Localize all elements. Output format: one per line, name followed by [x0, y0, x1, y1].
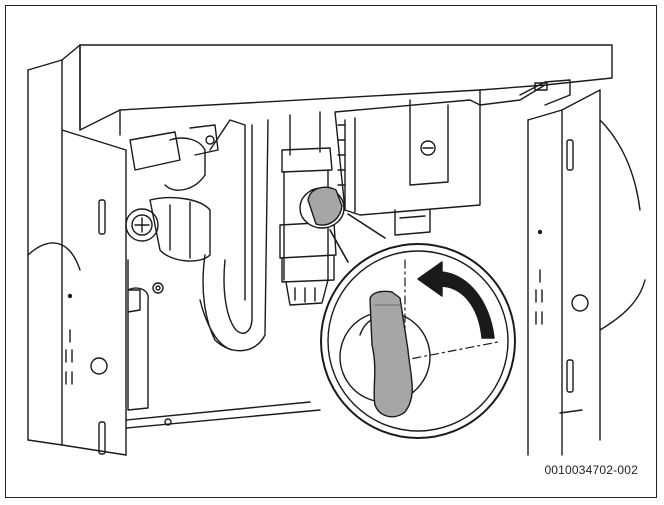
- valve-lever: [299, 186, 345, 229]
- rotation-arrow-icon: [417, 261, 495, 339]
- valve-lever-closeup: [369, 290, 413, 418]
- mounting-frame-right: [527, 89, 646, 456]
- mounting-frame-left: [27, 44, 127, 456]
- boiler-housing: [79, 44, 613, 136]
- figure-id-label: 0010034702-002: [544, 463, 638, 477]
- left-pipe-assembly: [125, 119, 246, 411]
- pump-motor: [334, 99, 481, 236]
- base-plate: [125, 401, 321, 429]
- center-pipes: [199, 119, 269, 352]
